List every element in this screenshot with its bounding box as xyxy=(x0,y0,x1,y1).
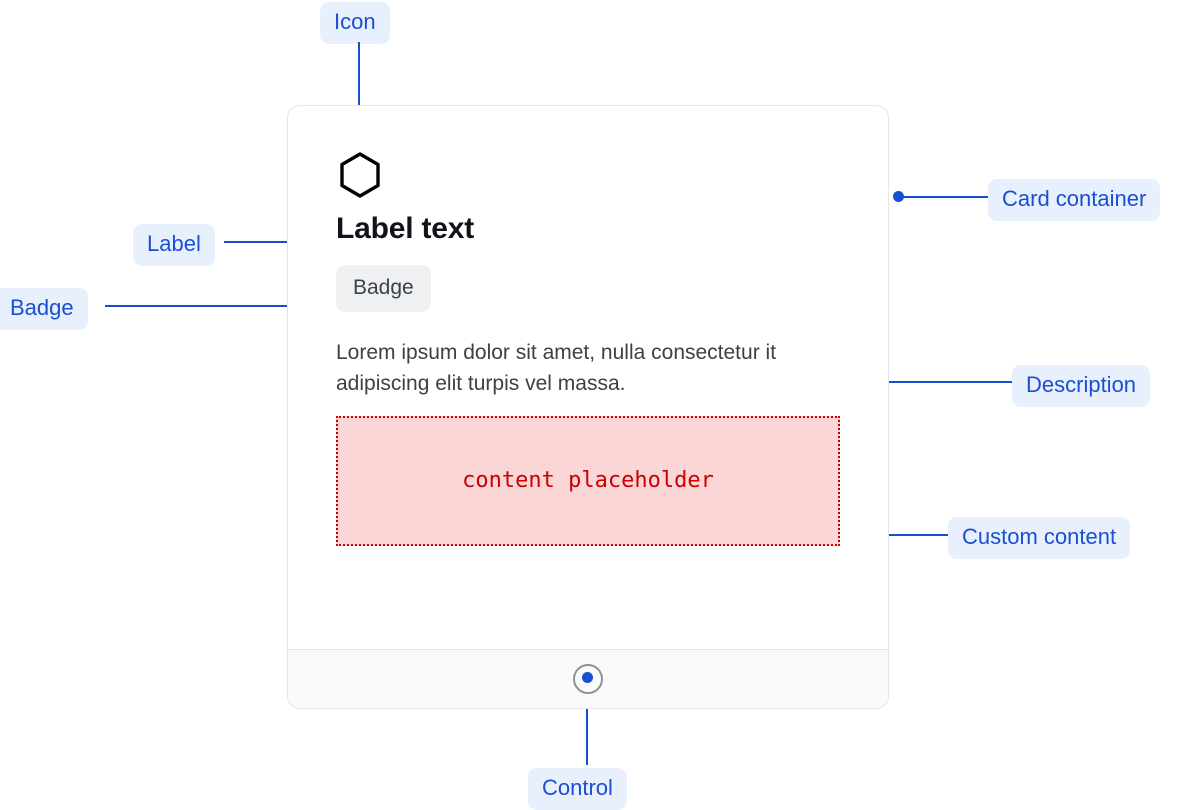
annotation-badge-label: Badge xyxy=(0,288,88,330)
annotation-label-leader xyxy=(224,241,319,243)
annotation-custom-content-label: Custom content xyxy=(948,517,1131,559)
card-badge: Badge xyxy=(336,265,431,312)
hexagon-icon xyxy=(340,152,380,198)
annotation-custom-content-leader xyxy=(863,534,948,536)
annotation-icon-label: Icon xyxy=(320,2,390,44)
annotation-control-dot xyxy=(582,672,593,683)
annotation-description-leader xyxy=(862,381,1012,383)
card-container[interactable]: Label text Badge Lorem ipsum dolor sit a… xyxy=(287,105,889,709)
card-custom-content-slot: content placeholder xyxy=(336,415,840,546)
annotation-control-leader xyxy=(586,680,588,765)
annotation-description-label: Description xyxy=(1012,365,1151,407)
annotation-card-container-label: Card container xyxy=(988,179,1161,221)
annotation-label-label: Label xyxy=(133,224,215,266)
annotation-control-label: Control xyxy=(528,768,627,810)
annotation-icon-leader xyxy=(358,42,360,127)
annotation-card-container-dot xyxy=(893,191,904,202)
card-placeholder-text: content placeholder xyxy=(462,468,714,494)
annotation-badge-leader xyxy=(105,305,319,307)
radio-control[interactable] xyxy=(573,664,603,694)
card-title: Label text xyxy=(336,212,475,245)
card-description: Lorem ipsum dolor sit amet, nulla consec… xyxy=(336,341,777,395)
annotation-card-container-leader xyxy=(900,196,990,198)
card-body: Label text Badge Lorem ipsum dolor sit a… xyxy=(288,106,888,649)
